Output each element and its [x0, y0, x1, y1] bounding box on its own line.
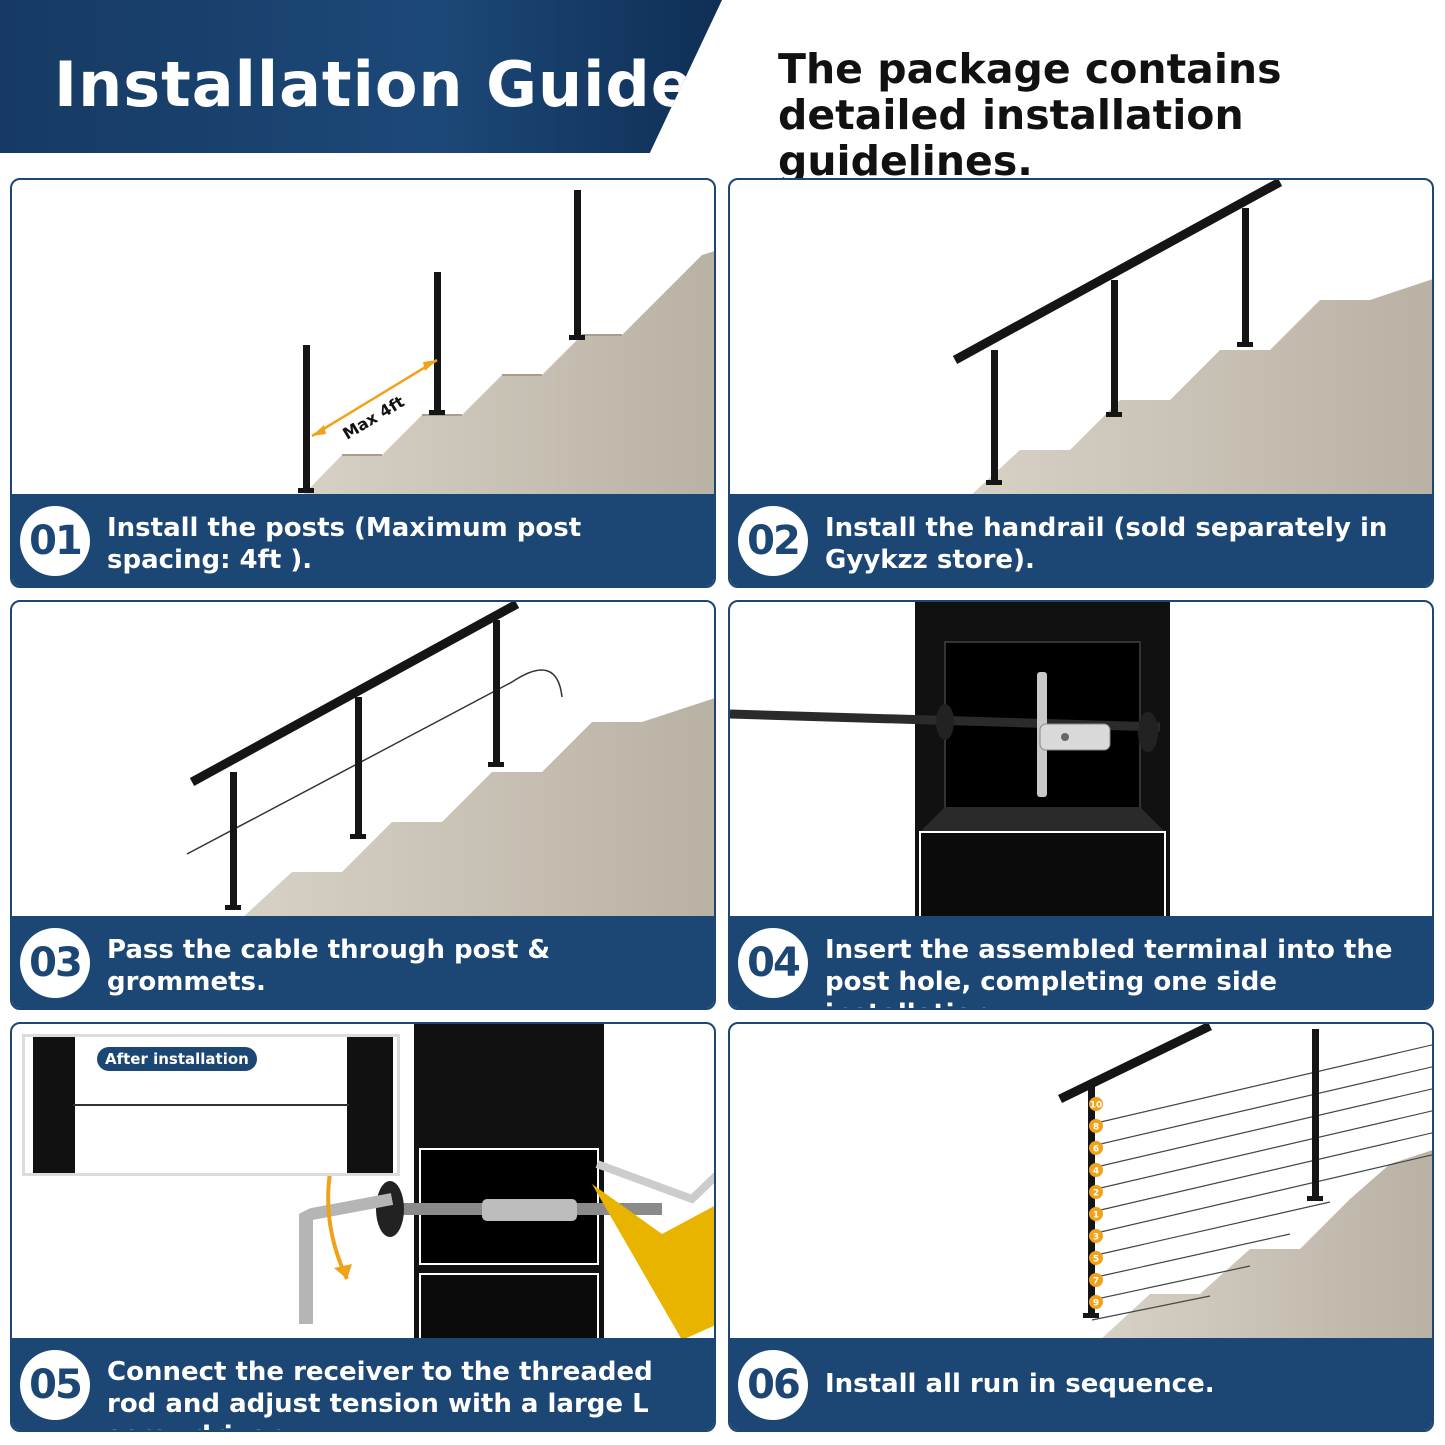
- order-marker-label: 6: [1093, 1145, 1099, 1155]
- step-text: Pass the cable through post & grommets.: [107, 935, 551, 997]
- order-marker: [1089, 1251, 1103, 1265]
- step-text: Install the handrail (sold separately in…: [825, 513, 1388, 575]
- order-marker-label: 5: [1093, 1255, 1099, 1265]
- step-caption: 02 Install the handrail (sold separately…: [730, 494, 1432, 586]
- step-number-badge: 06: [738, 1350, 808, 1420]
- after-installation-inset: After installation: [22, 1034, 400, 1176]
- step-panel-01: Max 4ft 01 Install the posts (Maximum po…: [10, 178, 716, 588]
- order-marker: [1089, 1273, 1103, 1287]
- post-icon: [298, 190, 585, 493]
- step-number-badge: 03: [20, 928, 90, 998]
- order-marker-label: 10: [1090, 1101, 1103, 1111]
- order-marker: [1089, 1295, 1103, 1309]
- step-number-badge: 05: [20, 1350, 90, 1420]
- terminal-insert-illustration: [730, 602, 1170, 918]
- after-installation-label: After installation: [97, 1047, 257, 1071]
- step-panel-02: 02 Install the handrail (sold separately…: [728, 178, 1434, 588]
- tension-adjust-illustration: [299, 1024, 714, 1340]
- order-marker-label: 2: [1093, 1189, 1099, 1199]
- step-panel-05: After installation 05 Connect the receiv…: [10, 1022, 716, 1432]
- order-marker-label: 4: [1093, 1167, 1099, 1177]
- cable-order-markers: 10 8 6 4 2 1 3 5 7 9: [1089, 1097, 1103, 1309]
- order-marker: [1089, 1185, 1103, 1199]
- posts-illustration: Max 4ft: [298, 190, 714, 496]
- step-text: Install the posts (Maximum post spacing:…: [107, 513, 582, 575]
- step-panel-06: 10 8 6 4 2 1 3 5 7 9 06 Install all run in sequen…: [728, 1022, 1434, 1432]
- step-panel-04: 04 Insert the assembled terminal into th…: [728, 600, 1434, 1010]
- post-icon: [225, 620, 504, 910]
- step-caption: 05 Connect the receiver to the threaded …: [12, 1338, 714, 1430]
- step-number-badge: 02: [738, 506, 808, 576]
- handrail-illustration: [952, 180, 1432, 496]
- cable-runs-illustration: 10 8 6 4 2 1 3 5 7 9: [1058, 1024, 1432, 1340]
- step-caption: 03 Pass the cable through post & grommet…: [12, 916, 714, 1008]
- order-marker: [1089, 1119, 1103, 1133]
- step-text: Connect the receiver to the threaded rod…: [107, 1357, 653, 1430]
- order-marker-label: 3: [1093, 1233, 1099, 1243]
- order-marker-label: 8: [1093, 1123, 1099, 1133]
- order-marker-label: 1: [1093, 1211, 1099, 1221]
- header-banner: Installation Guide: [0, 0, 722, 153]
- step-caption: 06 Install all run in sequence.: [730, 1338, 1432, 1430]
- order-marker: [1089, 1097, 1103, 1111]
- step-number-badge: 04: [738, 928, 808, 998]
- step-number-badge: 01: [20, 506, 90, 576]
- order-marker: [1089, 1229, 1103, 1243]
- order-marker-label: 7: [1093, 1277, 1099, 1287]
- step-caption: 04 Insert the assembled terminal into th…: [730, 916, 1432, 1008]
- pliers-icon: [592, 1184, 714, 1340]
- post-icon: [986, 208, 1253, 485]
- post-icon: [1083, 1029, 1323, 1318]
- step-caption: 01 Install the posts (Maximum post spaci…: [12, 494, 714, 586]
- page-title: Installation Guide: [54, 48, 694, 121]
- header-note: The package contains detailed installati…: [778, 45, 1282, 185]
- step-text: Install all run in sequence.: [825, 1369, 1215, 1399]
- l-wrench-icon: [299, 1214, 313, 1324]
- step-panel-03: 03 Pass the cable through post & grommet…: [10, 600, 716, 1010]
- order-marker: [1089, 1141, 1103, 1155]
- order-marker: [1089, 1163, 1103, 1177]
- order-marker: [1089, 1207, 1103, 1221]
- order-marker-label: 9: [1093, 1299, 1099, 1309]
- step-text: Insert the assembled terminal into the p…: [825, 935, 1393, 1008]
- cable-runs: [1091, 1044, 1432, 1321]
- cable-threading-illustration: [186, 602, 714, 918]
